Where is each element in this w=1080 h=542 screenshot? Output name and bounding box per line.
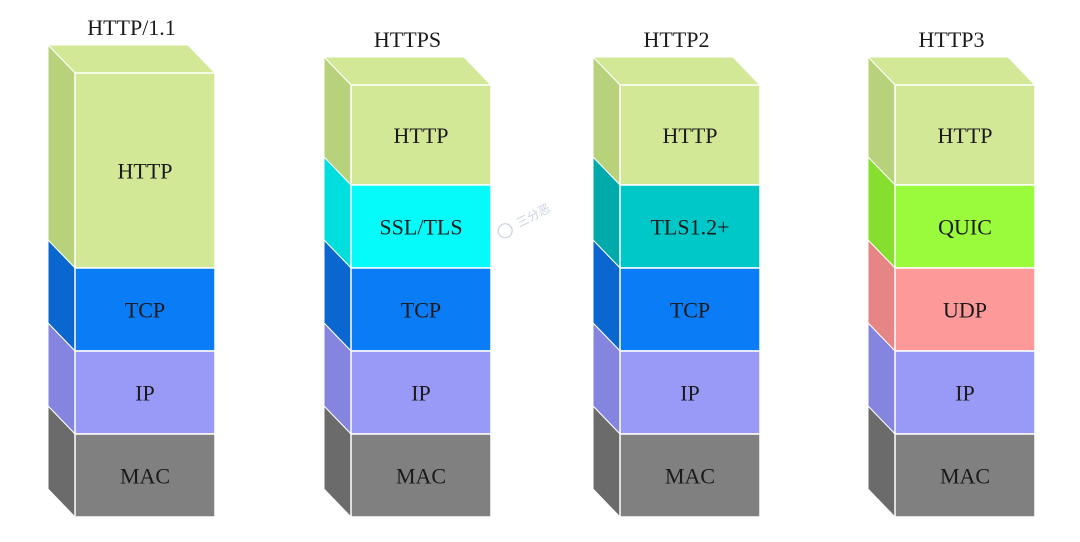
layer-front-face — [350, 184, 492, 269]
layer-label-http: HTTP — [394, 123, 449, 148]
layer-label-tls1-2: TLS1.2+ — [650, 215, 729, 240]
watermark-text: 三分恶 — [514, 201, 552, 230]
layer-front-face — [619, 433, 761, 518]
layer-front-face — [350, 267, 492, 352]
layer-front-face — [894, 267, 1036, 352]
layer-label-mac: MAC — [396, 464, 446, 489]
layer-ip: IP — [592, 321, 761, 436]
layer-label-ssl-tls: SSL/TLS — [379, 215, 462, 240]
layer-ip: IP — [47, 321, 216, 436]
stack-top-face — [322, 56, 493, 86]
layer-front-face — [74, 350, 216, 435]
layer-front-face — [619, 350, 761, 435]
layer-front-face — [619, 267, 761, 352]
stack-top-face — [46, 44, 217, 74]
layer-front-face — [894, 350, 1036, 435]
layer-tcp: TCP — [592, 238, 761, 353]
layer-tls1-2: TLS1.2+ — [592, 155, 761, 270]
layer-label-mac: MAC — [665, 464, 715, 489]
watermark-logo-icon — [497, 223, 513, 239]
layer-label-ip: IP — [411, 381, 431, 406]
layer-mac: MAC — [47, 404, 216, 519]
layer-label-mac: MAC — [120, 464, 170, 489]
layer-front-face — [350, 433, 492, 518]
stack-title-http3: HTTP3 — [919, 27, 985, 52]
layer-front-face — [619, 84, 761, 186]
layer-label-ip: IP — [680, 381, 700, 406]
layer-front-face — [894, 84, 1036, 186]
layer-front-face — [350, 350, 492, 435]
layer-label-ip: IP — [955, 381, 975, 406]
layer-http: HTTP — [323, 55, 492, 187]
watermark: 三分恶 — [497, 201, 553, 239]
layer-front-face — [894, 433, 1036, 518]
layer-mac: MAC — [323, 404, 492, 519]
layer-label-mac: MAC — [940, 464, 990, 489]
layer-udp: UDP — [867, 238, 1036, 353]
layer-label-tcp: TCP — [125, 298, 165, 323]
layer-front-face — [619, 184, 761, 269]
layer-label-tcp: TCP — [670, 298, 710, 323]
layer-label-http: HTTP — [938, 123, 993, 148]
layer-front-face — [350, 84, 492, 186]
stack-top-face — [591, 56, 762, 86]
stack-https: HTTPS HTTP SSL/TLS TCP IP MAC — [322, 27, 493, 519]
layer-mac: MAC — [592, 404, 761, 519]
stack-title-http2: HTTP2 — [644, 27, 710, 52]
layer-side-face — [47, 43, 76, 270]
layer-ssl-tls: SSL/TLS — [323, 155, 492, 270]
layer-mac: MAC — [867, 404, 1036, 519]
stack-title-https: HTTPS — [374, 27, 441, 52]
layer-quic: QUIC — [867, 155, 1036, 270]
layer-ip: IP — [867, 321, 1036, 436]
stack-top-face — [866, 56, 1037, 86]
layer-label-tcp: TCP — [401, 298, 441, 323]
layer-http: HTTP — [47, 43, 216, 270]
layer-label-quic: QUIC — [938, 215, 992, 240]
stack-title-http-1-1: HTTP/1.1 — [87, 15, 176, 40]
layer-label-http: HTTP — [663, 123, 718, 148]
layer-label-udp: UDP — [943, 298, 987, 323]
layer-front-face — [74, 433, 216, 518]
layer-tcp: TCP — [323, 238, 492, 353]
layer-ip: IP — [323, 321, 492, 436]
layer-label-http: HTTP — [118, 159, 173, 184]
layer-http: HTTP — [592, 55, 761, 187]
layer-front-face — [74, 72, 216, 269]
layer-label-ip: IP — [135, 381, 155, 406]
